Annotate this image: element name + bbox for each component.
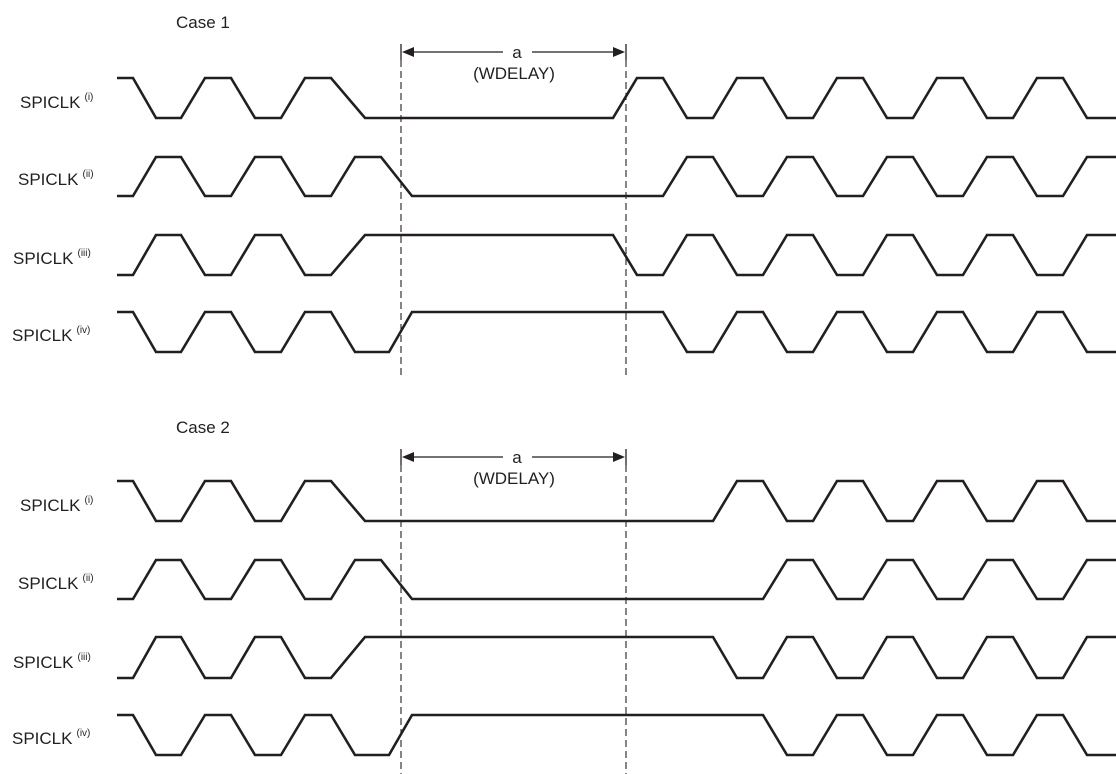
signal-label: SPICLK(iv): [12, 325, 90, 345]
signal-suffix: (i): [84, 495, 93, 506]
arrow-left-icon: [402, 47, 414, 57]
signal-suffix: (i): [84, 92, 93, 103]
signal-suffix: (iii): [77, 248, 90, 259]
signal-label: SPICLK(iv): [12, 728, 90, 748]
signal-suffix: (ii): [82, 573, 93, 584]
dimension-label: a: [512, 43, 522, 62]
signal-label: SPICLK(i): [20, 495, 93, 515]
signal-label: SPICLK(ii): [18, 573, 94, 593]
signal-suffix: (iv): [76, 325, 90, 336]
signal-label: SPICLK(iii): [13, 248, 91, 268]
case-2-wdelay-dimension: a (WDELAY): [400, 448, 627, 488]
dimension-label: a: [512, 448, 522, 467]
arrow-left-icon: [402, 452, 414, 462]
waveform: [117, 558, 1116, 601]
case-2-title: Case 2: [176, 418, 230, 437]
case-1: Case 1 a (WDELAY) SPICLK(i) SPICLK(ii) S…: [12, 13, 1116, 376]
signal-label: SPICLK(iii): [13, 652, 91, 672]
case-2: Case 2 a (WDELAY) SPICLK(i) SPICLK(ii) S…: [12, 418, 1116, 774]
waveform: [117, 713, 1116, 757]
dimension-sublabel: (WDELAY): [473, 64, 555, 83]
dimension-sublabel: (WDELAY): [473, 469, 555, 488]
case-1-title: Case 1: [176, 13, 230, 32]
signal-suffix: (ii): [82, 169, 93, 180]
signal-suffix: (iv): [76, 728, 90, 739]
signal-label: SPICLK(ii): [18, 169, 94, 189]
waveform: [117, 233, 1116, 277]
waveform: [117, 635, 1116, 680]
waveform: [117, 155, 1116, 198]
signal-suffix: (iii): [77, 652, 90, 663]
waveform: [117, 76, 1116, 120]
waveform: [117, 310, 1116, 354]
signal-label: SPICLK(i): [20, 92, 93, 112]
arrow-right-icon: [613, 452, 625, 462]
case-1-wdelay-dimension: a (WDELAY): [400, 43, 627, 83]
waveform: [117, 479, 1116, 523]
arrow-right-icon: [613, 47, 625, 57]
